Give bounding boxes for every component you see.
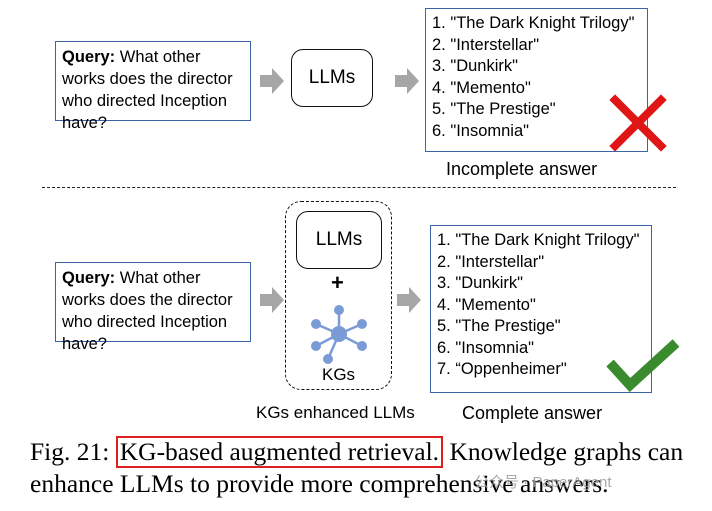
caption-line-1: Fig. 21: KG-based augmented retrieval. K… <box>30 436 710 468</box>
list-item: 5. "The Prestige" <box>437 317 561 335</box>
figure-caption: Fig. 21: KG-based augmented retrieval. K… <box>30 436 710 500</box>
list-item: 1. "The Dark Knight Trilogy" <box>437 231 640 249</box>
caption-highlight: KG-based augmented retrieval. <box>115 436 444 468</box>
section-divider <box>42 187 676 188</box>
list-item: 6. "Insomnia" <box>437 338 535 357</box>
kg-label: KGs <box>322 365 356 384</box>
kg-group-caption: KGs enhanced LLMs <box>256 403 415 422</box>
top-llm-label: LLMs <box>308 67 356 88</box>
watermark: 公众号 · PaperAgent <box>474 474 612 491</box>
bottom-query-box: Query: What other works does the directo… <box>55 262 251 353</box>
list-item: 1. "The Dark Knight Trilogy" <box>432 14 635 32</box>
red-cross-icon <box>609 94 667 152</box>
list-item: 6. "Insomnia" <box>432 121 530 140</box>
green-check-icon <box>606 339 680 393</box>
top-query-text: What other works does the director who d… <box>62 48 233 132</box>
bottom-answer-caption: Complete answer <box>462 403 603 423</box>
list-item: 7. “Oppenheimer" <box>437 360 567 378</box>
bottom-query-text: What other works does the director who d… <box>62 269 233 353</box>
top-arrow-1 <box>260 68 284 94</box>
list-item: 5. "The Prestige" <box>432 100 556 118</box>
list-item: 4. "Memento" <box>432 78 531 97</box>
caption-prefix: Fig. 21: <box>30 437 116 466</box>
caption-line-2: enhance LLMs to provide more comprehensi… <box>30 469 609 498</box>
bottom-llm-label: LLMs <box>315 229 363 250</box>
top-query-label: Query: <box>62 48 116 66</box>
list-item: 3. "Dunkirk" <box>437 274 523 292</box>
list-item: 2. "Interstellar" <box>437 252 545 271</box>
bottom-arrow-1 <box>260 287 284 313</box>
top-query-box: Query: What other works does the directo… <box>55 41 251 132</box>
bottom-arrow-2 <box>397 287 421 313</box>
bottom-query-label: Query: <box>62 269 116 287</box>
bottom-answer-box: 1. "The Dark Knight Trilogy" 2. "Interst… <box>430 225 652 393</box>
top-answer-box: 1. "The Dark Knight Trilogy" 2. "Interst… <box>425 8 648 152</box>
list-item: 4. "Memento" <box>437 295 536 314</box>
top-llm-box: LLMs <box>291 49 373 107</box>
caption-rest-line-1: Knowledge graphs can <box>443 437 684 466</box>
top-answer-caption: Incomplete answer <box>446 159 598 179</box>
kg-enhanced-llm-group <box>285 201 392 390</box>
plus-sign: + <box>331 270 344 295</box>
top-arrow-2 <box>395 68 419 94</box>
list-item: 2. "Interstellar" <box>432 35 540 54</box>
list-item: 3. "Dunkirk" <box>432 57 518 75</box>
knowledge-graph-icon <box>311 305 367 364</box>
bottom-llm-box: LLMs <box>296 211 382 269</box>
